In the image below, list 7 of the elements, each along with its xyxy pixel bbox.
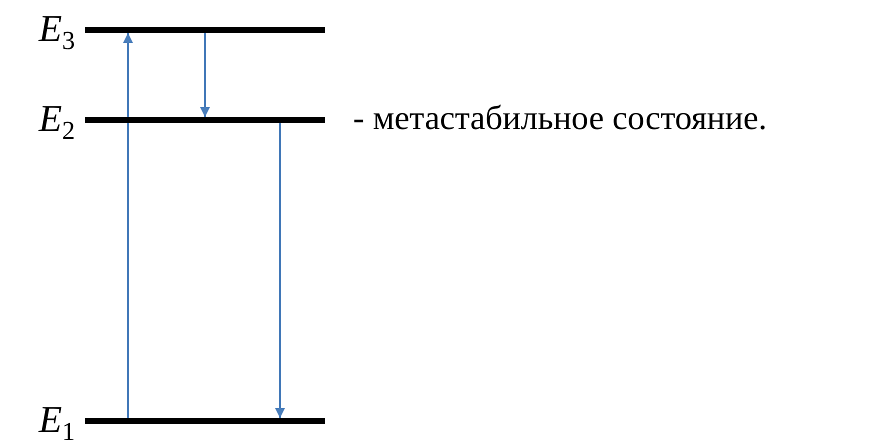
- state-note: - метастабильное состояние.: [353, 99, 767, 139]
- energy-level-label: E$_{3}$: [38, 9, 75, 57]
- transition-arrow: [200, 33, 210, 117]
- transition-arrow: [123, 33, 133, 418]
- energy-level-label: E$_{2}$: [38, 99, 75, 147]
- energy-level-label: E$_{1}$: [38, 400, 75, 444]
- transition-arrow: [275, 123, 285, 418]
